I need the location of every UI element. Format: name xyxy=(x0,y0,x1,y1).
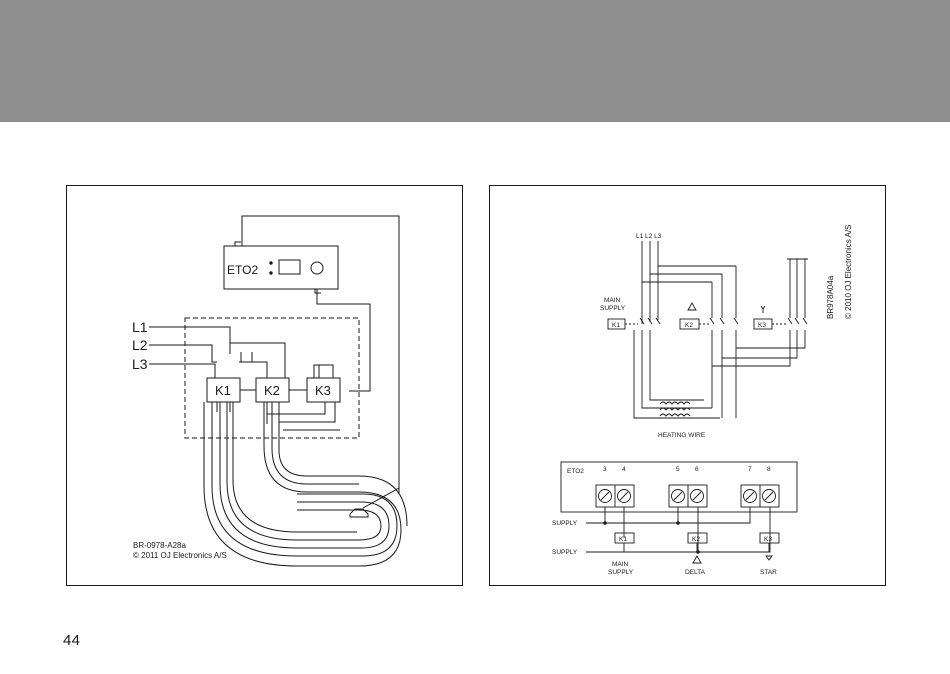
contactor-k1-label: K1 xyxy=(215,383,231,398)
heating-wire xyxy=(660,402,690,416)
supply-label-2: SUPPLY xyxy=(552,549,578,556)
terminal-block-label: ETO2 xyxy=(567,468,584,475)
heating-wire-label: HEATING WIRE xyxy=(658,432,706,439)
bottom-label-delta: DELTA xyxy=(685,569,706,576)
wiring-schematic: L1 L2 L3 HEATING WIRE MAIN SUPPLY K1 K2 … xyxy=(490,186,887,587)
phase-label-l3: L3 xyxy=(132,356,148,372)
supply-label-1: SUPPLY xyxy=(552,520,578,527)
controller-knob xyxy=(311,262,323,274)
bottom-label-supply: SUPPLY xyxy=(608,569,634,576)
installation-diagram-panel: ETO2 L1 L2 L3 K1 K2 K3 BR-0978-A xyxy=(66,185,463,586)
terminal-number: 8 xyxy=(767,466,771,473)
star-symbol xyxy=(766,556,772,560)
coil-k2-label: K2 xyxy=(685,322,693,329)
controller-label: ETO2 xyxy=(227,263,258,277)
bottom-label-main: MAIN xyxy=(612,561,629,568)
contactor-k2-label: K2 xyxy=(264,383,280,398)
coil-k1-label: K1 xyxy=(612,322,620,329)
phase-label-l2: L2 xyxy=(132,337,148,353)
terminal-number: 6 xyxy=(695,466,699,473)
contactor-k3-label: K3 xyxy=(315,383,331,398)
page-number: 44 xyxy=(63,632,80,649)
main-supply-label-1: MAIN xyxy=(604,297,621,304)
terminal-number: 5 xyxy=(676,466,680,473)
relay-k1-label: K1 xyxy=(619,536,627,543)
schematic-copyright: © 2010 OJ Electronics A/S xyxy=(844,225,853,319)
header-band xyxy=(0,0,950,122)
drawing-code: BR-0978-A28a xyxy=(133,541,186,550)
terminal-number: 4 xyxy=(622,466,626,473)
coil-k3-label: K3 xyxy=(758,322,766,329)
schematic-code: BR978A04a xyxy=(826,275,835,319)
terminal-screws xyxy=(596,485,779,507)
controller-display xyxy=(279,260,300,274)
phase-label-l1: L1 xyxy=(132,319,148,335)
delta-symbol xyxy=(688,303,696,310)
copyright: © 2011 OJ Electronics A/S xyxy=(133,551,227,560)
phases-label: L1 L2 L3 xyxy=(636,233,662,240)
delta-symbol-bottom xyxy=(693,556,701,563)
installation-diagram: ETO2 L1 L2 L3 K1 K2 K3 BR-0978-A xyxy=(67,186,464,587)
relay-k2-label: K2 xyxy=(692,536,700,543)
wiring-schematic-panel: L1 L2 L3 HEATING WIRE MAIN SUPPLY K1 K2 … xyxy=(489,185,886,586)
bottom-label-star: STAR xyxy=(760,569,777,576)
terminal-number: 7 xyxy=(748,466,752,473)
main-supply-label-2: SUPPLY xyxy=(600,305,626,312)
relay-k3-label: K3 xyxy=(764,536,772,543)
terminal-number: 3 xyxy=(603,466,607,473)
